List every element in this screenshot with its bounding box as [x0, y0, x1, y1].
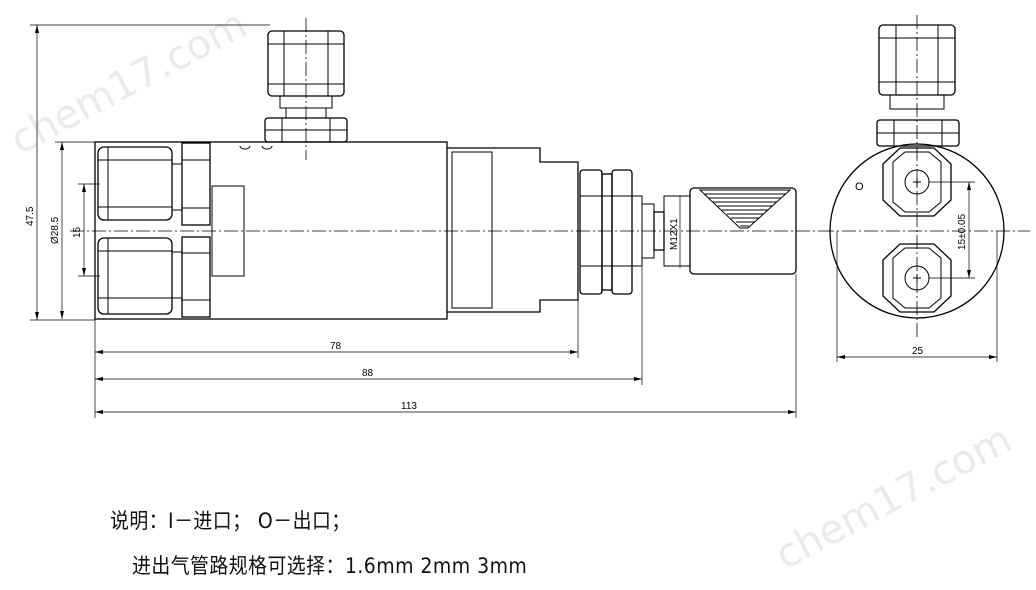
hex-port-lower	[882, 243, 952, 313]
dim-len-88: 88	[362, 368, 374, 379]
right-section	[447, 147, 797, 313]
side-view: O 15±0.05 25	[820, 15, 1030, 362]
dim-port-spacing-side: 15±0.05	[957, 213, 968, 250]
note-line-1: 说明：I－进口； O－出口；	[110, 509, 351, 533]
watermark-bottom: chem17.com	[768, 416, 1019, 579]
dim-len-78: 78	[330, 341, 342, 352]
hatch-funnel	[698, 189, 792, 229]
dim-body-diameter: Ø28.5	[50, 216, 61, 244]
hex-port-upper	[882, 147, 952, 217]
dim-port-spacing-left: 15	[72, 226, 83, 238]
dim-len-113: 113	[401, 401, 417, 412]
outlet-mark: O	[855, 181, 864, 193]
note-line-2: 进出气管路规格可选择：1.6mm 2mm 3mm	[132, 554, 528, 578]
dim-side-width: 25	[912, 346, 924, 357]
top-fitting	[264, 30, 348, 143]
front-view: 47.5 Ø28.5 15 M12X1 78 88 113	[25, 18, 820, 418]
watermark-top: chem17.com	[3, 1, 254, 164]
left-fitting-lower	[97, 236, 211, 318]
dim-thread: M12X1	[669, 218, 680, 250]
dim-height-total: 47.5	[25, 206, 36, 226]
left-fitting-upper	[97, 142, 211, 226]
